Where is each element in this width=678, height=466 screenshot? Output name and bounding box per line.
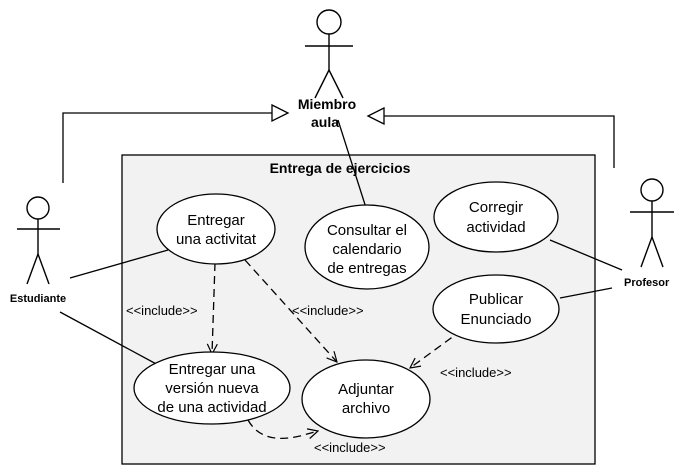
generalization-arrow-student: [271, 103, 290, 123]
assoc-student-entregar: [69, 249, 169, 279]
usecase-consultar-line-1: Consultar el: [327, 222, 407, 239]
actor-profesor: [630, 178, 674, 268]
usecase-adjuntar-line-1: Adjuntar: [338, 381, 394, 398]
actor-estudiante-label: Estudiante: [10, 293, 66, 305]
system-title: Entrega de ejercicios: [270, 160, 411, 176]
usecase-nueva-version-line-1: Entregar una: [169, 361, 256, 378]
usecase-entregar-nueva-version: [133, 351, 291, 425]
include-label-center: <<include>>: [292, 303, 364, 318]
assoc-profesor-publicar: [559, 287, 613, 299]
usecase-nueva-version-line-2: versión nueva: [165, 380, 259, 397]
usecase-consultar-line-3: de entregas: [327, 260, 406, 277]
usecase-corregir-line-1: Corregir: [469, 199, 523, 216]
generalization-teacher: [384, 115, 615, 168]
actor-miembro-aula: [305, 9, 353, 99]
include-label-bottom: <<include>>: [314, 440, 386, 455]
assoc-student-nueva-version: [59, 311, 161, 367]
actor-miembro-label-1: Miembro: [298, 96, 356, 112]
usecase-corregir-actividad: [433, 181, 559, 253]
include-label-right: <<include>>: [440, 365, 512, 380]
actor-miembro-label-2: aula: [311, 114, 339, 130]
include-entregar-nueva-version: [212, 262, 215, 354]
assoc-member-consultar: [337, 119, 369, 215]
usecase-consultar-calendario: [304, 204, 430, 290]
usecase-publicar-enunciado: [432, 274, 560, 344]
usecase-entregar-activitat: [156, 193, 276, 265]
usecase-entregar-line-1: Entregar: [187, 212, 245, 229]
assoc-profesor-corregir: [549, 239, 623, 271]
include-nueva-version-adjuntar: [247, 419, 318, 440]
usecase-entregar-line-2: una activitat: [176, 231, 257, 248]
usecase-publicar-line-2: Enunciado: [461, 311, 532, 328]
include-publicar-adjuntar: [410, 329, 463, 368]
usecase-adjuntar-archivo: [301, 359, 431, 439]
include-entregar-adjuntar: [244, 259, 337, 362]
usecase-consultar-line-2: calendario: [332, 241, 401, 258]
actor-profesor-label: Profesor: [624, 277, 670, 289]
include-label-left: <<include>>: [126, 303, 198, 318]
usecase-corregir-line-2: actividad: [466, 219, 525, 236]
actor-estudiante: [17, 196, 60, 285]
usecase-adjuntar-line-2: archivo: [342, 400, 390, 417]
generalization-arrow-teacher: [366, 106, 385, 126]
usecase-publicar-line-1: Publicar: [469, 291, 523, 308]
generalization-student: [62, 112, 272, 183]
usecase-nueva-version-line-3: de una actividad: [157, 399, 266, 416]
